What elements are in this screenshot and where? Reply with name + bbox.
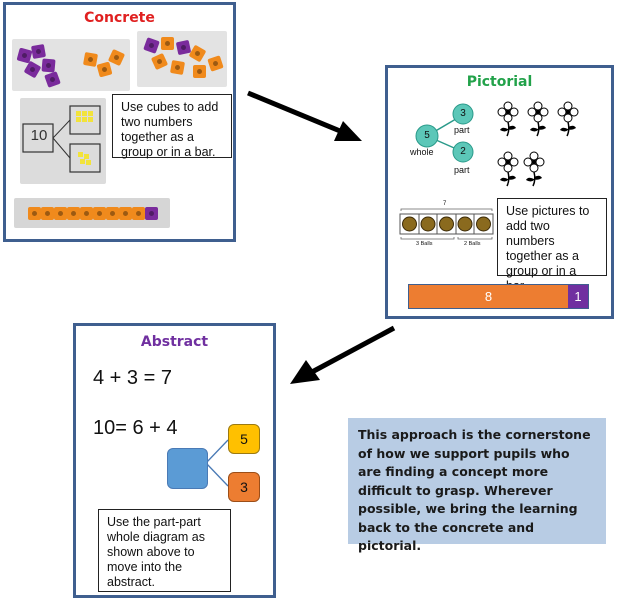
purple-cube bbox=[143, 37, 160, 54]
pictorial-description: Use pictures to add two numbers together… bbox=[497, 198, 607, 293]
bar-model-right-label: 2 Balls bbox=[464, 241, 481, 247]
pictorial-panel: Pictorial 5 whole 3 part 2 part bbox=[385, 65, 614, 319]
orange-cube bbox=[188, 44, 207, 63]
abstract-panel: Abstract 4 + 3 = 7 10= 6 + 4 5 3 Use the… bbox=[73, 323, 276, 598]
concrete-description: Use cubes to add two numbers together as… bbox=[112, 94, 232, 159]
number-bar: 8 1 bbox=[408, 284, 589, 309]
part-whole-photo: 10 bbox=[20, 98, 106, 184]
cubes-photo-loose bbox=[12, 39, 130, 91]
purple-cube bbox=[41, 58, 56, 73]
purple-cube bbox=[23, 60, 42, 79]
equation-1: 4 + 3 = 7 bbox=[93, 367, 172, 389]
orange-cube bbox=[207, 55, 224, 72]
orange-cube bbox=[107, 48, 126, 67]
purple-cube bbox=[145, 207, 158, 220]
orange-cube bbox=[54, 207, 67, 220]
number-bar-right: 1 bbox=[568, 285, 588, 308]
abstract-whole-square bbox=[167, 448, 208, 489]
flower-icon bbox=[497, 101, 519, 137]
part-bottom-circle-label: part bbox=[454, 165, 470, 175]
orange-cube bbox=[132, 207, 145, 220]
flower-icon bbox=[523, 151, 545, 187]
flower-icon bbox=[527, 101, 549, 137]
flower-pictures bbox=[497, 101, 579, 187]
orange-cube bbox=[150, 52, 169, 71]
concrete-panel: Concrete 1 bbox=[3, 2, 236, 242]
cubes-photo-grouped bbox=[137, 31, 227, 87]
bar-model-brace bbox=[399, 208, 494, 240]
abstract-description: Use the part-part whole diagram as shown… bbox=[98, 509, 231, 592]
pictorial-title: Pictorial bbox=[466, 74, 533, 90]
number-bar-left: 8 bbox=[409, 285, 568, 308]
whole-circle-value: 5 bbox=[424, 130, 430, 141]
whole-circle-label: whole bbox=[410, 147, 434, 157]
flower-icon bbox=[497, 151, 519, 187]
orange-cube bbox=[193, 65, 206, 78]
equation-2: 10= 6 + 4 bbox=[93, 417, 178, 439]
orange-cube bbox=[161, 37, 174, 50]
orange-cube bbox=[169, 59, 186, 76]
concrete-title: Concrete bbox=[84, 10, 155, 26]
orange-cube bbox=[93, 207, 106, 220]
flower-icon bbox=[557, 101, 579, 137]
orange-cube bbox=[67, 207, 80, 220]
orange-cube bbox=[106, 207, 119, 220]
approach-note: This approach is the cornerstone of how … bbox=[348, 418, 606, 553]
orange-cube bbox=[82, 51, 99, 68]
whole-label: 10 bbox=[30, 127, 48, 144]
balls-bar-model: 7 3 Balls 2 Balls bbox=[398, 201, 495, 249]
purple-cube bbox=[30, 43, 47, 60]
abstract-part-bottom: 3 bbox=[228, 472, 260, 502]
pictorial-part-whole bbox=[415, 103, 474, 163]
orange-cube bbox=[80, 207, 93, 220]
abstract-part-whole-lines bbox=[206, 439, 229, 487]
part-top-circle-value: 3 bbox=[460, 108, 466, 119]
orange-cube bbox=[96, 61, 113, 78]
part-bottom-circle-value: 2 bbox=[460, 146, 466, 157]
part-whole-sketch bbox=[22, 105, 101, 173]
orange-cube bbox=[119, 207, 132, 220]
cube-bar-photo bbox=[14, 198, 170, 228]
bar-model-left-label: 3 Balls bbox=[416, 241, 433, 247]
part-top-circle-label: part bbox=[454, 125, 470, 135]
orange-cube bbox=[41, 207, 54, 220]
abstract-part-top: 5 bbox=[228, 424, 260, 454]
abstract-title: Abstract bbox=[140, 334, 209, 350]
arrow-to-pictorial bbox=[247, 90, 362, 141]
bar-model-total: 7 bbox=[443, 201, 447, 207]
arrow-to-abstract bbox=[290, 325, 396, 384]
purple-cube bbox=[44, 71, 61, 88]
orange-cube bbox=[28, 207, 41, 220]
cube-bar bbox=[28, 207, 158, 220]
